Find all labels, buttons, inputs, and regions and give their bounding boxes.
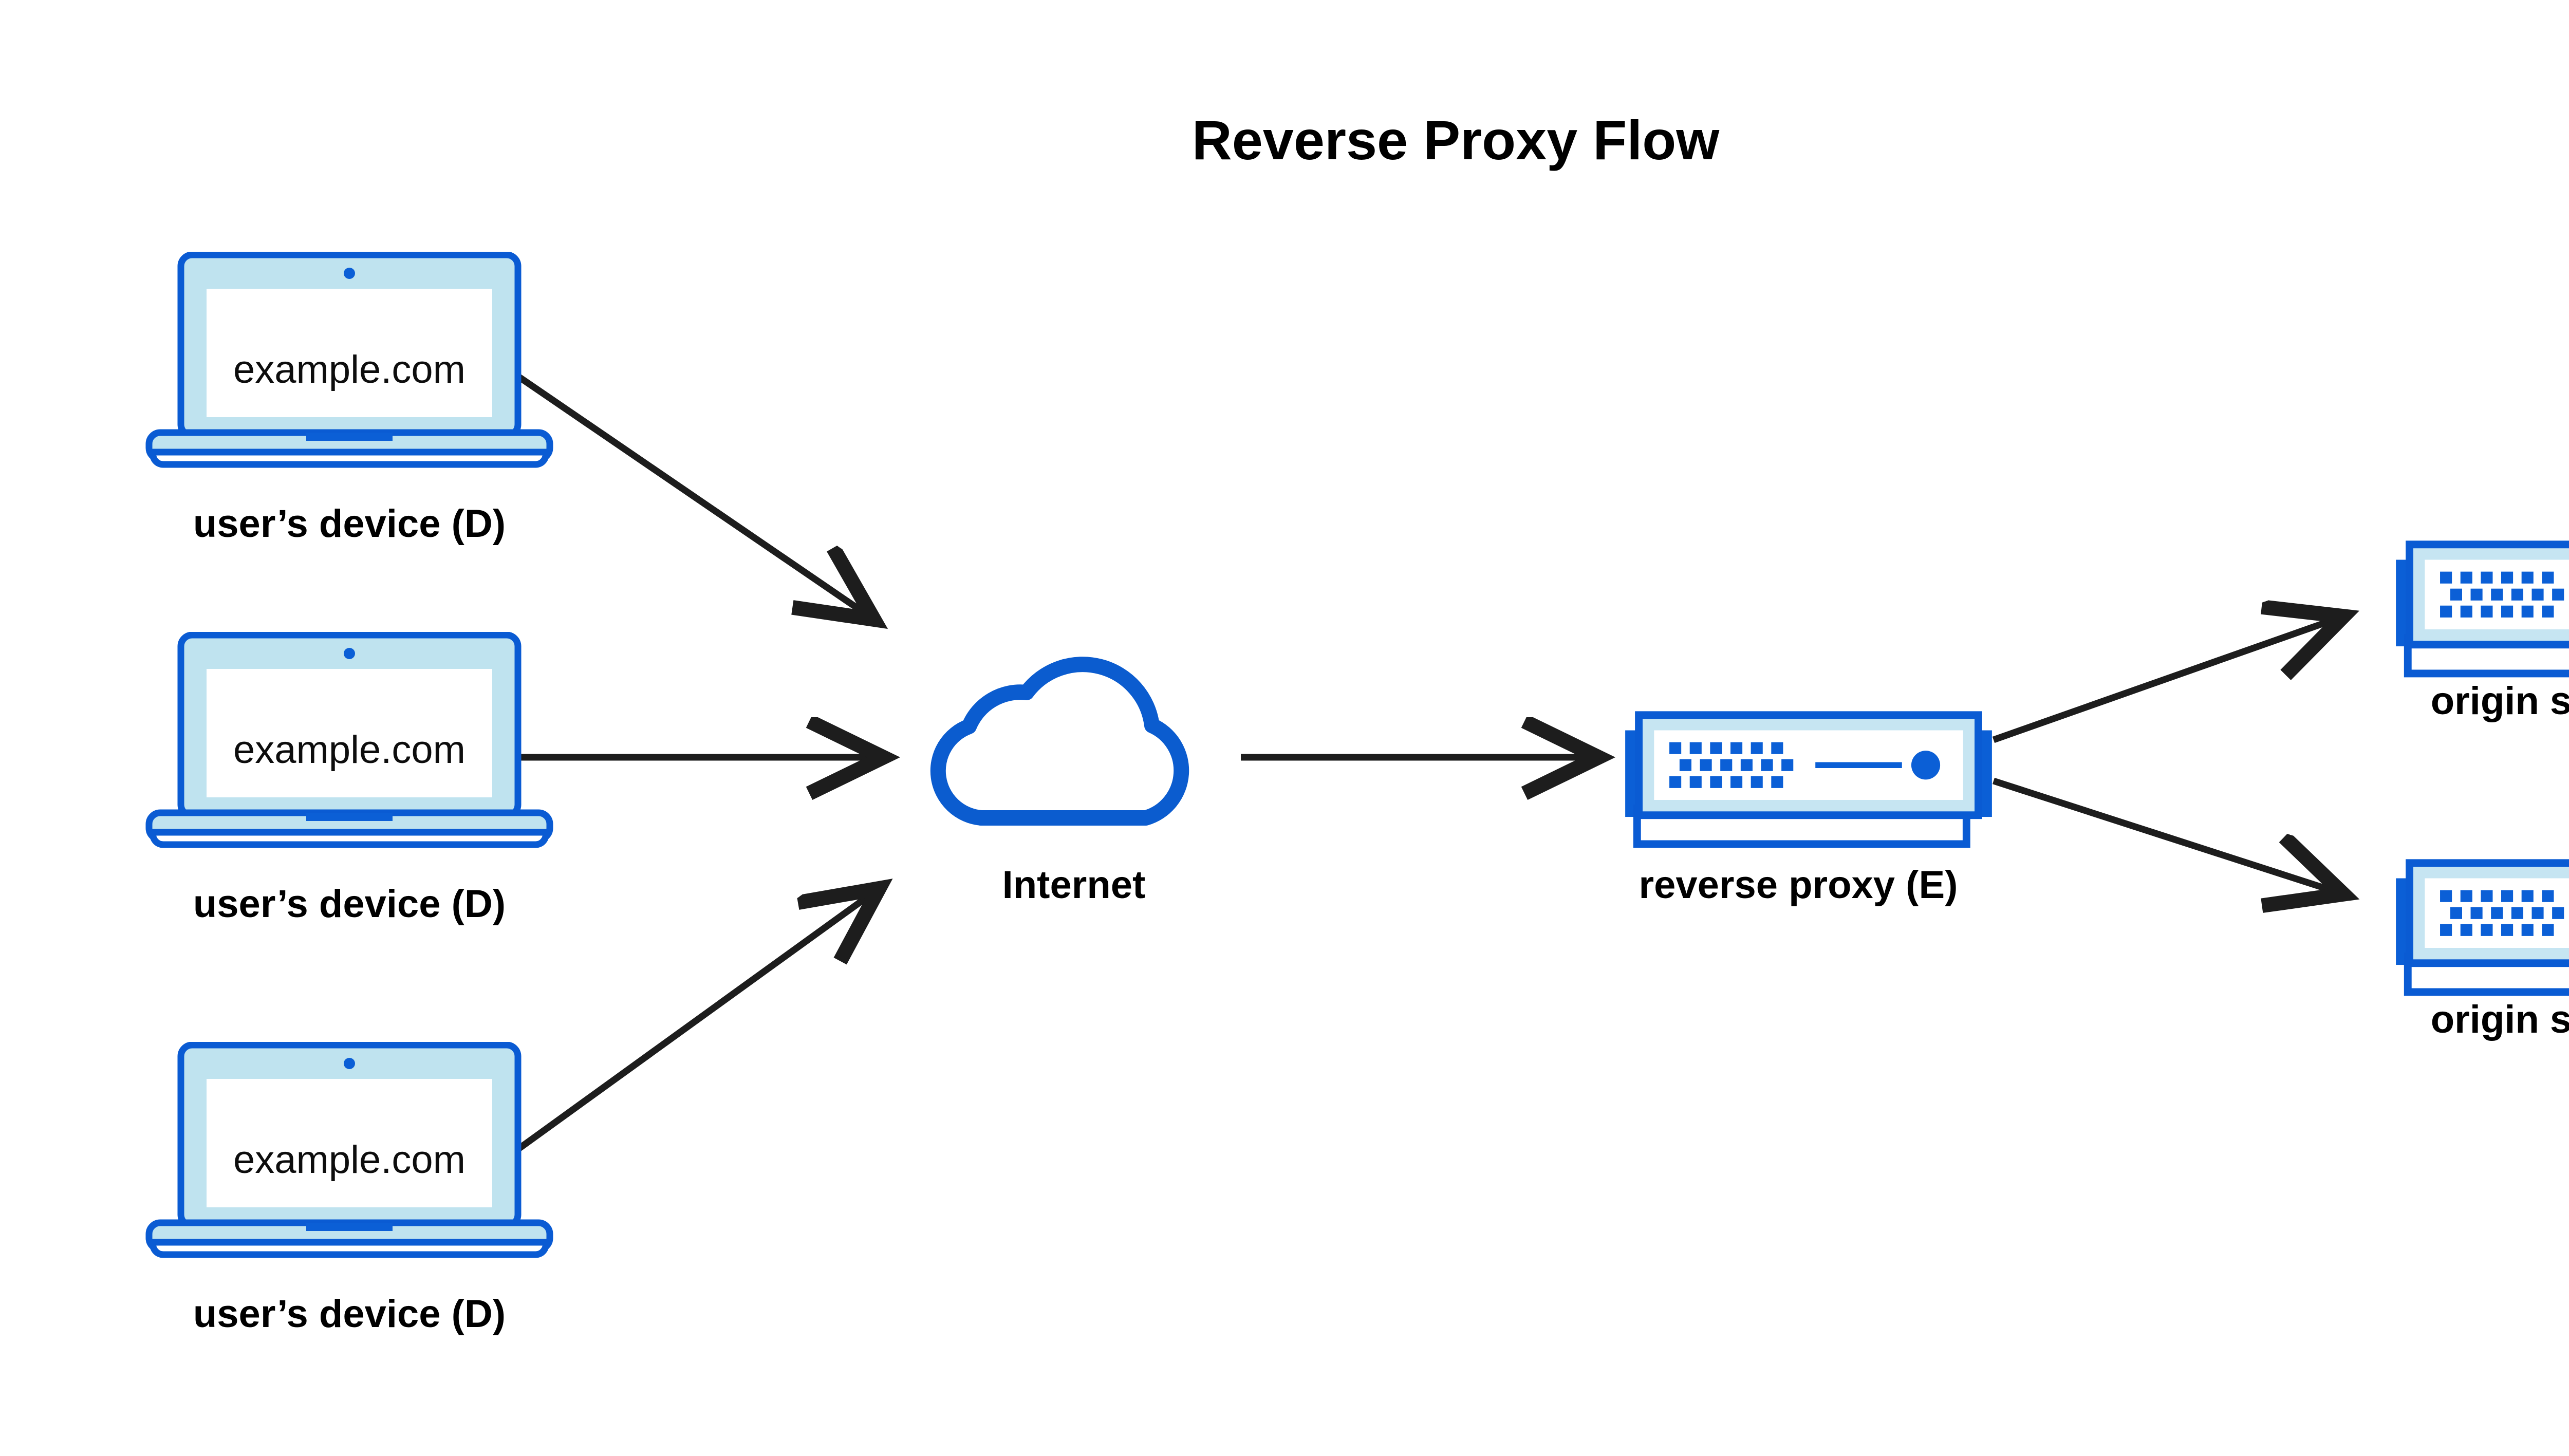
origin-top-label: origin server (F) bbox=[2431, 679, 2569, 723]
node-reverse-proxy[interactable]: reverse proxy (E) bbox=[1625, 715, 1992, 907]
edge-client-top-to-internet bbox=[507, 367, 873, 619]
node-origin-bottom[interactable]: origin server (F) bbox=[2396, 863, 2569, 1041]
page-title: Reverse Proxy Flow bbox=[1192, 109, 1720, 171]
edge-client-bottom-to-internet bbox=[507, 889, 879, 1159]
server-icon bbox=[2396, 863, 2569, 992]
origin-bottom-label: origin server (F) bbox=[2431, 998, 2569, 1041]
node-client-top[interactable]: example.com user’s device (D) bbox=[149, 255, 550, 546]
client-bottom-screen-text: example.com bbox=[233, 1138, 466, 1182]
node-internet[interactable]: Internet bbox=[938, 664, 1181, 907]
node-client-middle[interactable]: example.com user’s device (D) bbox=[149, 635, 550, 926]
edge-proxy-to-origin-bottom bbox=[1992, 777, 2343, 894]
server-icon bbox=[1625, 715, 1992, 844]
client-top-screen-text: example.com bbox=[233, 348, 466, 391]
node-client-bottom[interactable]: example.com user’s device (D) bbox=[149, 1045, 550, 1336]
reverse-proxy-label: reverse proxy (E) bbox=[1639, 863, 1958, 907]
client-middle-screen-text: example.com bbox=[233, 728, 466, 772]
edge-layer bbox=[507, 367, 2343, 1159]
client-top-label: user’s device (D) bbox=[193, 502, 506, 546]
client-middle-label: user’s device (D) bbox=[193, 882, 506, 926]
edge-proxy-to-origin-top bbox=[1992, 617, 2343, 743]
server-icon bbox=[2396, 545, 2569, 674]
client-bottom-label: user’s device (D) bbox=[193, 1292, 506, 1336]
internet-label: Internet bbox=[1002, 863, 1146, 907]
node-origin-top[interactable]: origin server (F) bbox=[2396, 545, 2569, 723]
cloud-icon bbox=[938, 664, 1181, 818]
